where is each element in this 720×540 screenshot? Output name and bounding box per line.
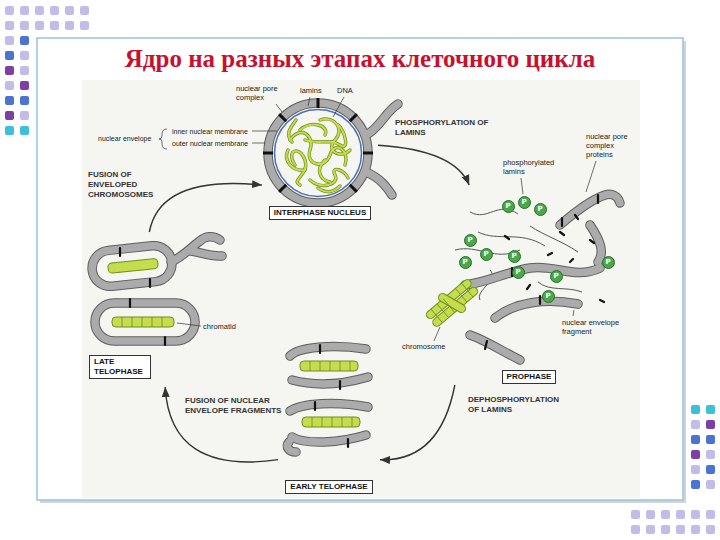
step-label: FUSION OF NUCLEAR ENVELOPE FRAGMENTS	[185, 396, 283, 416]
stage-region: EARLY TELOPHASE	[278, 338, 380, 494]
cycle-arrow	[149, 184, 262, 232]
step-label: PHOSPHORYLATION OF LAMINS	[395, 118, 495, 138]
part-label: chromosome	[402, 342, 445, 351]
step-label: DEPHOSPHORYLATION OF LAMINS	[468, 395, 568, 415]
step-label: FUSION OF ENVELOPED CHROMOSOMES	[88, 170, 163, 200]
chromatid-drawings	[108, 258, 360, 427]
phosphate-mark: P	[464, 234, 477, 247]
stage-label: EARLY TELOPHASE	[285, 480, 372, 494]
part-label: nuclear envelope	[98, 134, 151, 143]
slide-title: Ядро на разных этапах клеточного цикла	[0, 44, 720, 74]
leader-lines	[159, 97, 596, 341]
part-label: chromatid	[203, 322, 236, 331]
stage-region: LATE TELOPHASE	[86, 232, 230, 387]
part-label: phosphorylated lamins	[503, 158, 559, 176]
phosphate-mark: P	[602, 256, 615, 269]
nuclear-lamina	[275, 110, 362, 197]
phosphate-mark: P	[502, 200, 515, 213]
panel-shadow	[40, 41, 686, 503]
dna-outline	[287, 119, 350, 192]
stage-region: INTERPHASE NUCLEUS	[262, 88, 378, 221]
membrane	[90, 103, 620, 452]
phosphate-mark: P	[534, 203, 547, 216]
dna-fibres	[287, 119, 350, 192]
part-label: lamins	[300, 86, 322, 95]
phosphate-mark: P	[542, 290, 555, 303]
part-label: inner nuclear membrane	[172, 127, 248, 136]
part-label: nuclear envelope fragment	[562, 318, 626, 336]
phosphate-mark: P	[512, 266, 525, 279]
stage-label: INTERPHASE NUCLEUS	[269, 206, 371, 220]
slide-panel	[37, 38, 683, 500]
nuclear-pores	[263, 98, 373, 192]
phosphate-mark: P	[508, 250, 521, 263]
pore-protein-bits	[120, 195, 604, 447]
phosphate-mark: P	[459, 256, 472, 269]
cycle-arrow	[378, 145, 469, 185]
part-label: nuclear pore complex proteins	[586, 132, 638, 159]
part-label: DNA	[337, 86, 353, 95]
stage-region: PROPHASE	[420, 185, 625, 385]
chromosome-drawing	[421, 273, 484, 333]
cycle-arrow	[380, 385, 455, 460]
phosphate-mark: P	[518, 196, 531, 209]
stage-label: PROPHASE	[502, 370, 557, 384]
figure-ground	[82, 80, 640, 498]
membrane-outline	[90, 103, 620, 452]
part-label: nuclear pore complex	[236, 84, 286, 102]
stage-label: LATE TELOPHASE	[89, 355, 151, 379]
phosphate-mark: P	[550, 270, 563, 283]
decor-squares	[5, 6, 715, 534]
phosphate-mark: P	[480, 248, 493, 261]
part-label: outer nuclear membrane	[172, 139, 248, 148]
